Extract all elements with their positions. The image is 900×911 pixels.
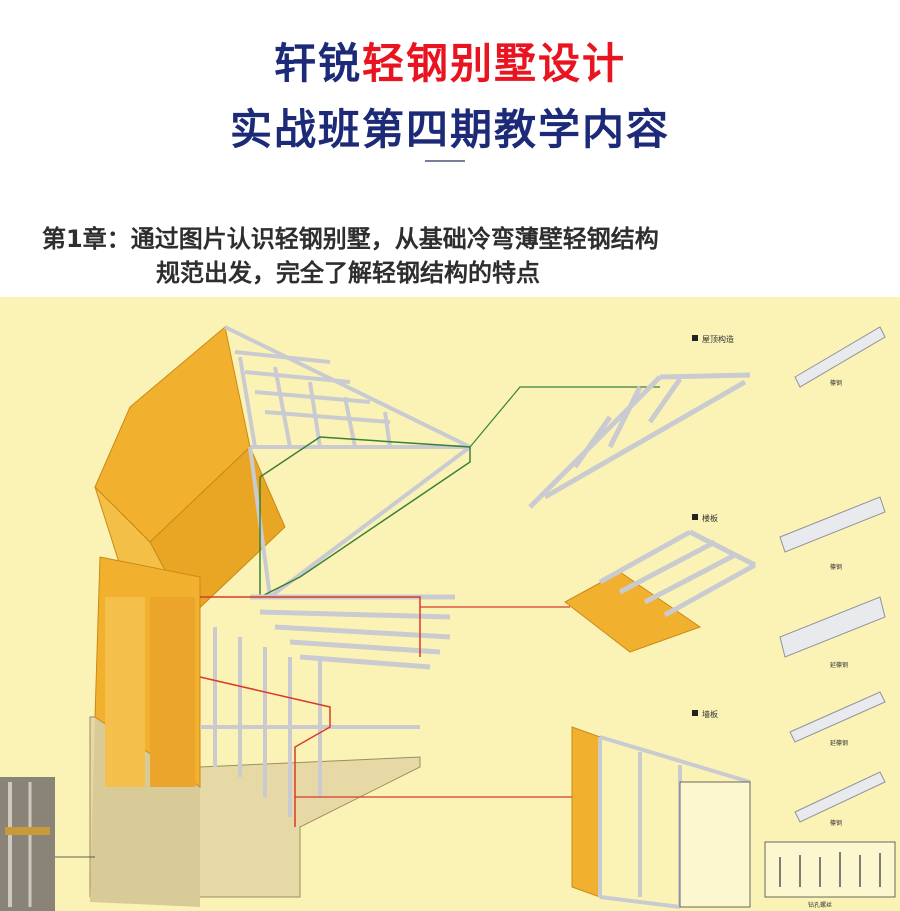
chapter-heading: 第1章：通过图片认识轻钢别墅，从基础冷弯薄壁轻钢结构 规范出发，完全了解轻钢结构… [42,222,659,290]
wall-highlight [199,596,421,827]
callout-lines [55,386,660,858]
fastener-detail [764,841,896,898]
exploded-wall-panel [571,726,751,909]
part-label: 檩钢 [830,379,842,387]
page-title: 轩锐轻钢别墅设计 [0,30,900,91]
chapter-line-1: 通过图片认识轻钢别墅，从基础冷弯薄壁轻钢结构 [130,225,659,253]
corner-photo [0,777,55,911]
chapter-label: 第1章： [42,225,131,253]
wall-panels [94,556,201,788]
part-label: 檩钢 [830,819,842,827]
part-label: 延檩钢 [830,739,848,747]
exploded-floor-panel [564,529,757,653]
callout-floor: 楼板 [702,513,718,523]
title-highlight: 轻钢别墅设计 [362,39,627,88]
part-label: 延檩钢 [830,661,848,669]
callout-labels: 屋顶构造 楼板 墙板 [692,334,734,719]
callout-wall: 墙板 [702,709,718,719]
wall-studs [200,627,420,817]
callout-roof: 屋顶构造 [702,334,734,344]
title-prefix: 轩锐 [273,39,362,88]
steel-section-icons [779,326,886,823]
title-divider [425,160,465,162]
chapter-line-2: 规范出发，完全了解轻钢结构的特点 [156,259,540,287]
exploded-roof-truss [528,372,751,509]
part-labels: 檩钢 檩钢 延檩钢 延檩钢 檩钢 钻孔螺丝 [808,379,848,909]
part-label: 钻孔螺丝 [808,901,832,909]
steel-villa-diagram: 屋顶构造 楼板 墙板 檩钢 檩钢 延檩钢 延檩钢 檩钢 钻孔螺丝 [0,297,900,911]
part-label: 檩钢 [830,563,842,571]
page-subtitle: 实战班第四期教学内容 [229,105,670,154]
